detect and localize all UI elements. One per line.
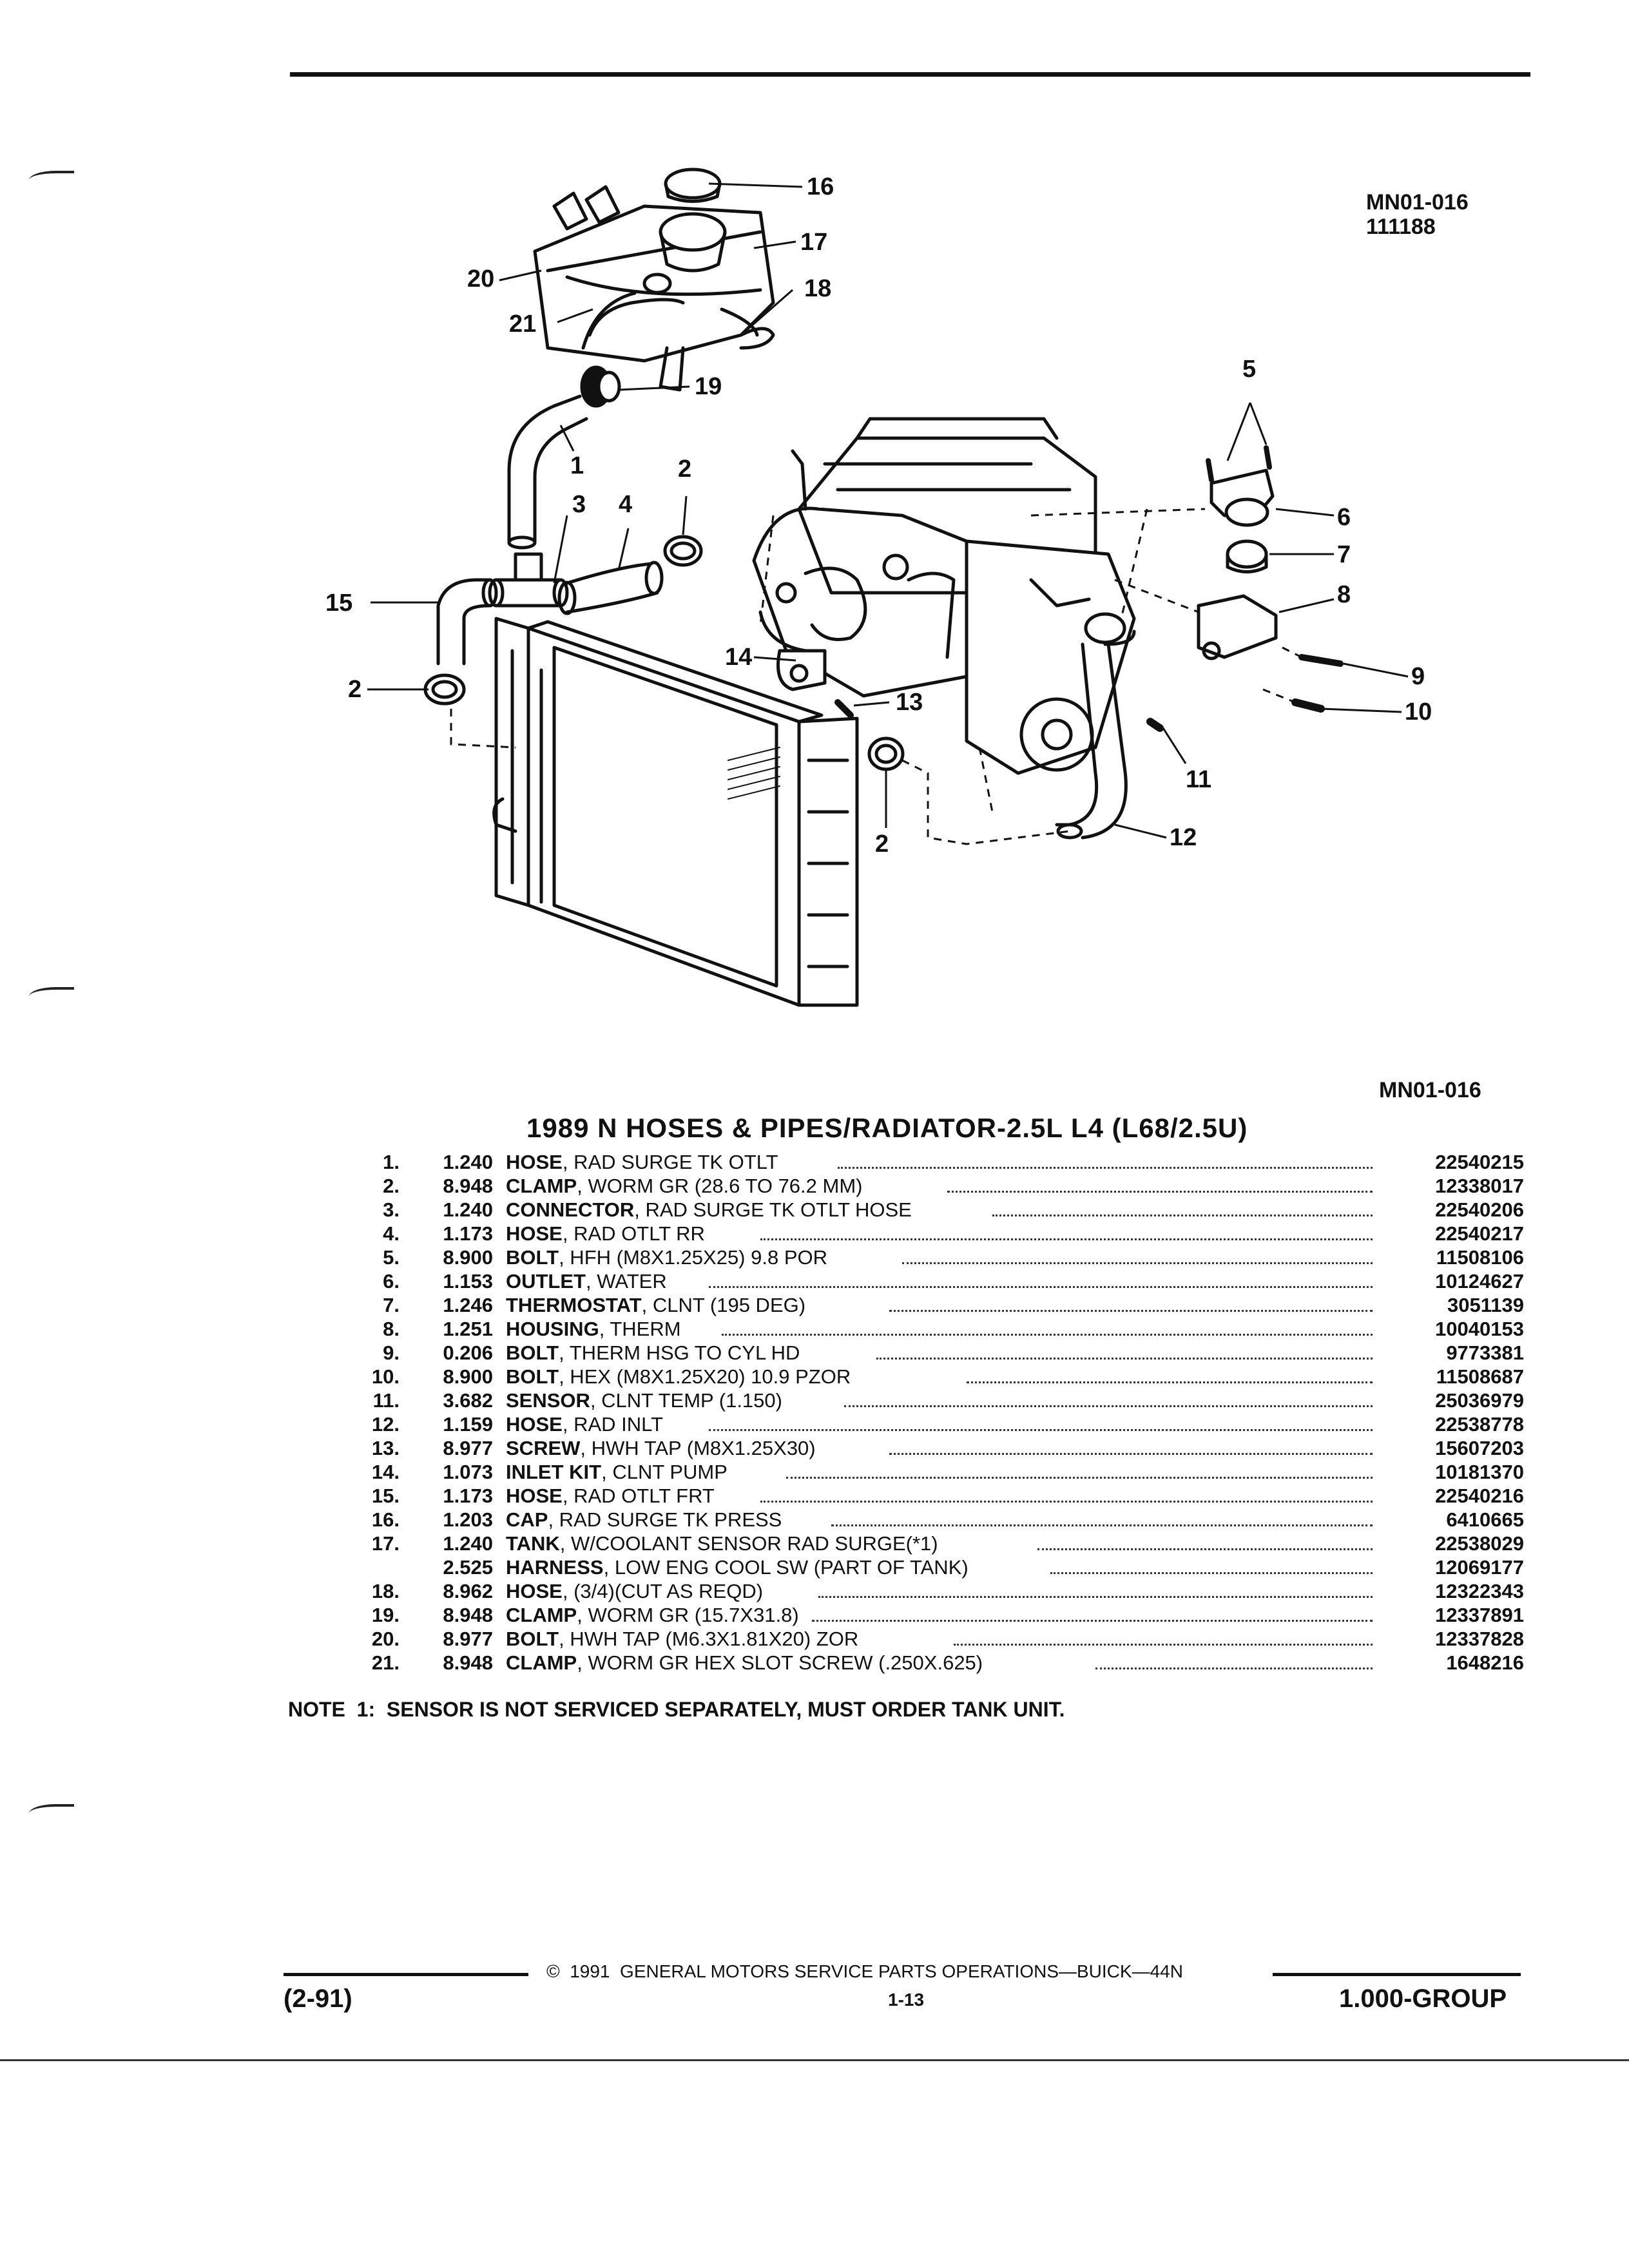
engine-drawing [752,417,1136,775]
callout: 9 [1411,663,1425,690]
callout: 16 [807,173,834,200]
callout: 20 [467,265,494,293]
callout: 17 [800,229,827,256]
callout: 19 [695,373,722,400]
callout: 1 [570,452,584,479]
scan-mark [29,987,74,1003]
page-number: 1-13 [888,1990,925,2010]
section-title: 1989 N HOSES & PIPES/RADIATOR-2.5L L4 (L… [526,1113,1248,1143]
radiator-drawing [492,617,859,1007]
page-bottom-rule [0,2059,1629,2061]
callout: 2 [875,831,889,858]
figure-code: MN01-016 [1366,190,1469,215]
callout: 2 [678,456,691,483]
radiator-fins [728,747,780,800]
surge-tank-drawing [533,168,775,392]
callout: 8 [1337,581,1351,608]
callout: 18 [804,275,831,302]
footer-date: (2-91) [284,1984,352,2013]
hose-15-drawing [436,578,498,666]
footnote: NOTE 1: SENSOR IS NOT SERVICED SEPARATEL… [288,1698,1065,1721]
callout: 10 [1405,698,1432,726]
footer-rule-right [1273,1973,1521,1976]
footer-group: 1.000-GROUP [1339,1984,1507,2013]
scan-mark [29,1804,74,1820]
callout: 4 [619,491,632,518]
callout: 13 [896,689,923,716]
clamp-19-drawing [580,365,621,408]
callout: 11 [1186,766,1211,793]
callout: 21 [509,311,536,338]
cooling-system-diagram: 16 17 18 20 21 19 5 1 2 3 4 6 7 8 15 14 … [325,168,1432,1007]
callout: 6 [1337,504,1351,531]
footer-rule-left [284,1973,528,1976]
callout: 2 [348,676,361,703]
callout: 12 [1170,824,1197,851]
callout: 14 [725,644,752,671]
callout: 7 [1337,541,1351,568]
footer-copyright: © 1991 GENERAL MOTORS SERVICE PARTS OPER… [546,1961,1183,1981]
hose-1-drawing [507,394,588,550]
hose-4-drawing [557,561,664,615]
scan-mark [29,171,74,186]
hose-12-drawing [1055,642,1128,840]
callout: 15 [325,590,352,617]
thermostat-assembly-drawing [1146,445,1344,732]
callout: 3 [572,491,586,518]
top-rule [290,72,1530,77]
callout: 5 [1242,356,1256,383]
figure-code-bottom: MN01-016 [1379,1078,1481,1102]
figure-date: 111188 [1366,215,1436,239]
